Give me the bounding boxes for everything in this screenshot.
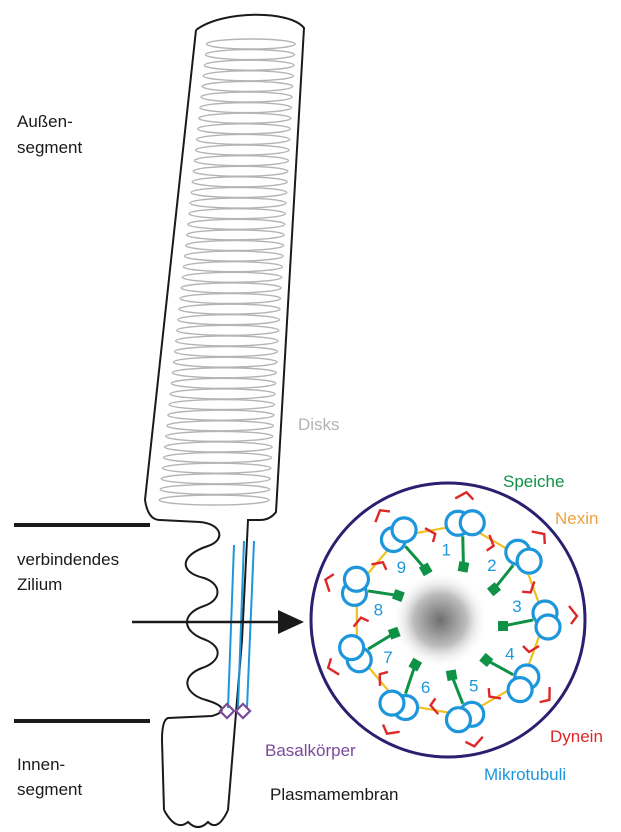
disk	[199, 113, 291, 123]
axoneme-cross-section: 1 2 3 4 5 6 7 8 9	[311, 483, 585, 757]
plasma-membrane-label: Plasmamembran	[270, 784, 399, 805]
disk	[180, 294, 281, 304]
disk	[196, 145, 290, 155]
disk	[171, 378, 276, 388]
disks-label: Disks	[298, 414, 340, 435]
arrow-head-icon	[278, 610, 304, 634]
doublet-number: 8	[374, 601, 383, 620]
doublet-number: 9	[397, 558, 406, 577]
disk	[187, 230, 285, 240]
disk	[162, 463, 271, 473]
inner-segment-label-2: segment	[17, 779, 82, 800]
disk	[193, 166, 288, 176]
disk	[191, 187, 287, 197]
connecting-cilium-label-2: Zilium	[17, 574, 62, 595]
disk	[189, 209, 286, 219]
disk	[179, 304, 280, 314]
disk	[178, 315, 280, 325]
nexin-label: Nexin	[555, 508, 598, 529]
inner-segment-bottom	[164, 810, 228, 827]
microtubules-label: Mikrotubuli	[484, 764, 566, 785]
disk	[168, 410, 274, 420]
disk	[188, 219, 285, 229]
disk	[169, 400, 275, 410]
doublet-number: 4	[505, 645, 514, 664]
doublet-number: 3	[512, 597, 521, 616]
inner-segment-label-1: Innen-	[17, 754, 65, 775]
microtubule-b	[446, 708, 470, 732]
doublet-number: 2	[487, 556, 496, 575]
disk	[184, 251, 283, 261]
microtubule-b	[340, 636, 364, 660]
connecting-cilium-label-1: verbindendes	[17, 549, 119, 570]
disk-stack	[159, 39, 295, 505]
dynein-label: Dynein	[550, 726, 603, 747]
disk	[172, 368, 276, 378]
disk	[190, 198, 286, 208]
disk	[182, 272, 282, 282]
microtubule-b	[344, 567, 368, 591]
central-pair	[392, 572, 488, 668]
disk	[165, 442, 273, 452]
microtubule-b	[517, 549, 541, 573]
disk	[197, 134, 290, 144]
disk	[160, 484, 270, 494]
spoke-head	[458, 561, 470, 573]
doublet-number: 1	[441, 541, 450, 560]
microtubule-b	[536, 615, 560, 639]
disk	[204, 60, 294, 70]
disk	[166, 431, 273, 441]
microtubule-b	[380, 691, 404, 715]
outer-segment-label-1: Außen-	[17, 111, 73, 132]
disk	[170, 389, 275, 399]
microtubule-b	[508, 678, 532, 702]
doublet-number: 6	[421, 678, 430, 697]
basal-body-label: Basalkörper	[265, 740, 356, 761]
disk	[167, 421, 274, 431]
disk	[163, 453, 271, 463]
disk	[201, 92, 292, 102]
spoke-head	[446, 669, 458, 681]
disk	[192, 177, 287, 187]
disk	[203, 71, 293, 81]
spoke-head	[498, 621, 508, 631]
spoke-label: Speiche	[503, 471, 564, 492]
doublet-number: 5	[469, 677, 478, 696]
microtubule-b	[460, 511, 484, 535]
disk	[177, 325, 279, 335]
disk	[205, 50, 294, 60]
disk	[207, 39, 296, 49]
disk	[198, 124, 291, 134]
disk	[175, 347, 278, 357]
disk	[176, 336, 279, 346]
disk	[181, 283, 281, 293]
disk	[200, 103, 292, 113]
disk	[173, 357, 277, 367]
disk	[183, 262, 282, 272]
microtubule-b	[392, 518, 416, 542]
disk	[159, 495, 269, 505]
disk	[186, 240, 284, 250]
disk	[194, 156, 288, 166]
disk	[202, 81, 293, 91]
outer-segment-label-2: segment	[17, 137, 82, 158]
disk	[161, 474, 270, 484]
doublet-number: 7	[383, 648, 392, 667]
cilium-microtubules	[228, 541, 254, 708]
